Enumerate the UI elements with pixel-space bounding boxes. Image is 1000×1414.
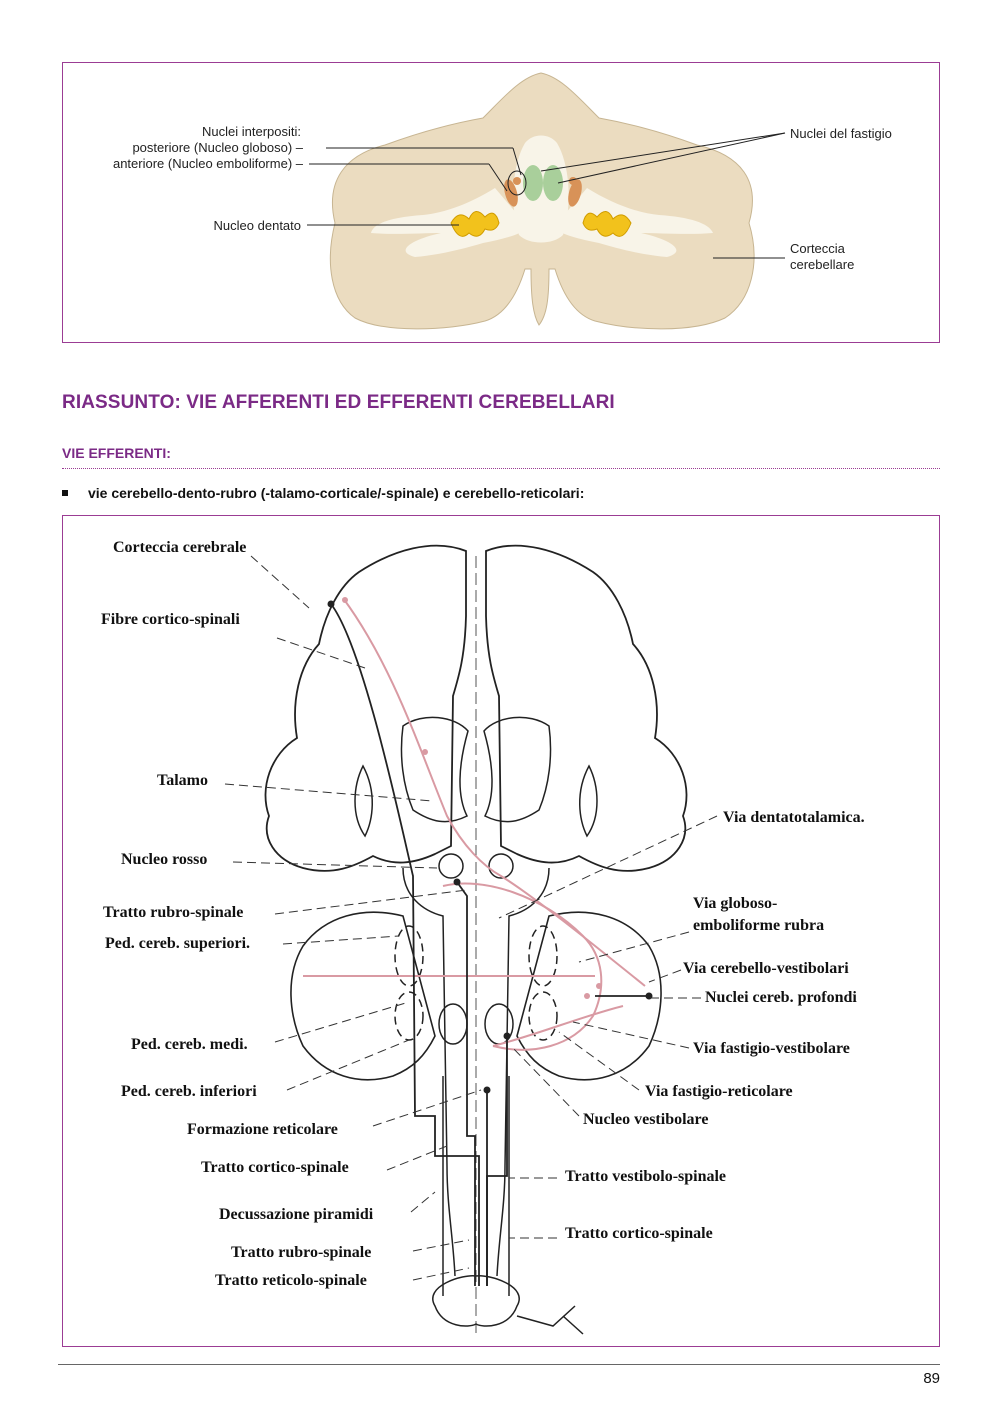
label-tratto-cortico-spinale-2: Tratto cortico-spinale [565,1225,713,1242]
label-via-fastigio-reticolare: Via fastigio-reticolare [645,1083,793,1100]
label-corteccia-1: Corteccia [790,241,846,256]
label-via-globoso-1: Via globoso- [693,895,777,912]
label-nuclei-interpositi: Nuclei interpositi: [202,124,301,139]
label-corteccia-cerebrale: Corteccia cerebrale [113,539,246,556]
label-via-cerebello-vestibolari: Via cerebello-vestibolari [683,960,849,977]
figure-cerebellum-section: Nuclei interpositi: posteriore (Nucleo g… [62,62,940,343]
label-tratto-rubro-spinale-2: Tratto rubro-spinale [231,1244,371,1261]
label-nucleo-emboliforme: anteriore (Nucleo emboliforme) – [113,156,304,171]
label-corteccia-2: cerebellare [790,257,854,272]
bullet-text: vie cerebello-dento-rubro (-talamo-corti… [88,485,585,501]
label-ped-cereb-superiori: Ped. cereb. superiori. [105,935,250,952]
label-tratto-reticolo-spinale: Tratto reticolo-spinale [215,1272,367,1289]
bullet-square-icon [62,490,68,496]
label-nuclei-fastigio: Nuclei del fastigio [790,126,892,141]
label-nuclei-cereb-profondi: Nuclei cereb. profondi [705,989,857,1006]
label-decussazione-piramidi: Decussazione piramidi [219,1206,374,1223]
label-nucleo-dentato: Nucleo dentato [214,218,301,233]
bullet-item: vie cerebello-dento-rubro (-talamo-corti… [62,485,584,501]
label-via-fastigio-vestibolare: Via fastigio-vestibolare [693,1040,850,1057]
label-nucleo-globoso: posteriore (Nucleo globoso) – [132,140,303,155]
subtitle-divider [62,468,940,469]
section-subtitle: VIE EFFERENTI: [62,445,171,461]
pathways-diagram: Corteccia cerebrale Fibre cortico-spinal… [101,539,865,1336]
label-formazione-reticolare: Formazione reticolare [187,1121,338,1138]
label-via-dentatotalamica: Via dentatotalamica. [723,809,865,826]
page-number: 89 [923,1370,940,1387]
label-tratto-vestibolo-spinale: Tratto vestibolo-spinale [565,1168,726,1185]
label-ped-cereb-medi: Ped. cereb. medi. [131,1036,248,1053]
label-fibre-cortico-spinali: Fibre cortico-spinali [101,611,240,628]
label-tratto-rubro-spinale-1: Tratto rubro-spinale [103,904,243,921]
label-nucleo-vestibolare: Nucleo vestibolare [583,1111,708,1128]
label-talamo: Talamo [157,772,208,789]
label-ped-cereb-inferiori: Ped. cereb. inferiori [121,1083,257,1100]
label-via-globoso-2: emboliforme rubra [693,917,824,934]
footer-divider [58,1364,940,1365]
cerebellum-illustration: Nuclei interpositi: posteriore (Nucleo g… [113,72,892,330]
label-tratto-cortico-spinale-1: Tratto cortico-spinale [201,1159,349,1176]
label-nucleo-rosso: Nucleo rosso [121,851,207,868]
figure-efferent-pathways: Corteccia cerebrale Fibre cortico-spinal… [62,515,940,1347]
section-title: RIASSUNTO: VIE AFFERENTI ED EFFERENTI CE… [62,392,615,413]
